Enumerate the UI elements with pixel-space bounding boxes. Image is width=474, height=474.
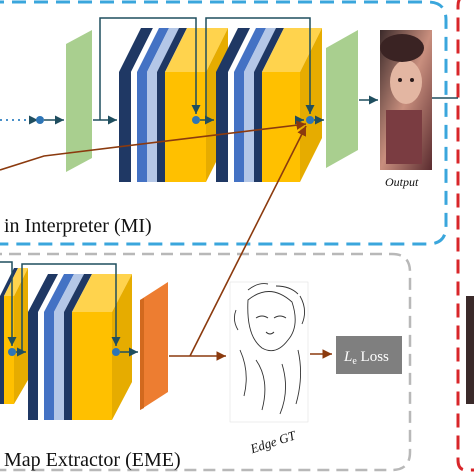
edge-loss-subscript: e <box>352 356 357 367</box>
output-label: Output <box>385 175 419 189</box>
add-node-2 <box>192 116 200 124</box>
edge-feedback-arrow-up <box>189 125 307 357</box>
edge-loss-box <box>336 336 402 374</box>
output-image <box>380 30 432 170</box>
eme-module-border <box>0 252 412 472</box>
eme-add-node-1 <box>8 348 16 356</box>
eme-feature-stack-partial <box>0 268 28 404</box>
green-conv-block-2 <box>326 30 358 168</box>
feature-stack-1 <box>119 28 228 182</box>
right-partial-image <box>466 296 474 404</box>
feature-stack-2 <box>216 28 322 182</box>
edge-loss-word: Loss <box>357 349 389 365</box>
edge-gt-image <box>229 281 309 423</box>
skip-connection-1 <box>99 17 201 120</box>
add-node-1 <box>36 116 44 124</box>
mi-module-border <box>0 0 448 246</box>
edge-loss-text: Le Loss <box>343 349 389 367</box>
eme-feature-stack <box>28 274 132 420</box>
right-module-border <box>456 0 474 472</box>
eme-add-node-2 <box>112 348 120 356</box>
skip-connection-2 <box>205 17 315 120</box>
add-node-3 <box>306 116 314 124</box>
edge-loss-L: L <box>343 349 352 365</box>
edge-feedback-arrow-mi <box>0 120 307 171</box>
eme-skip-connection-2 <box>21 263 121 352</box>
orange-edge-block <box>140 282 168 410</box>
eme-skip-connection-1 <box>0 261 17 346</box>
green-conv-block-1 <box>66 30 92 172</box>
eme-label: Map Extractor (EME) <box>4 449 181 471</box>
edge-gt-label: Edge GT <box>247 427 298 456</box>
mi-label: in Interpreter (MI) <box>4 215 152 237</box>
